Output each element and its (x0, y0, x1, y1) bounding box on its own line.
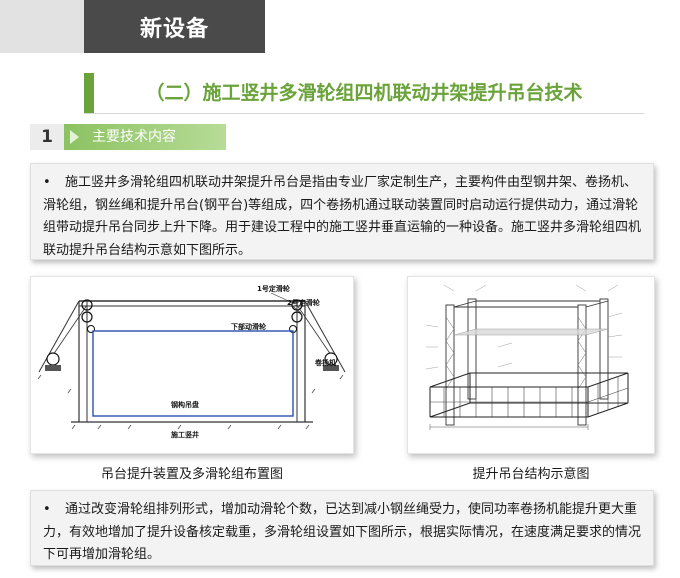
label-lower-pulley: 下部动滑轮 (231, 322, 266, 331)
bullet-marker: • (43, 175, 51, 190)
section-title: （二）施工竖井多滑轮组四机联动井架提升吊台技术 (145, 82, 583, 104)
figure2-caption: 提升吊台结构示意图 (472, 467, 590, 482)
label-pulley-2: 2号定滑轮 (287, 298, 320, 307)
pulley-layout-drawing: 1号定滑轮 2号定滑轮 下部动滑轮 卷扬机 钢构吊盘 施工竖井 (37, 284, 346, 439)
label-platform: 钢构吊盘 (171, 400, 199, 409)
label-shaft: 施工竖井 (171, 430, 199, 439)
section-heading: （二）施工竖井多滑轮组四机联动井架提升吊台技术 (84, 73, 644, 114)
improvement-text: 通过改变滑轮组排列形式，增加动滑轮个数，已达到减小钢丝绳受力，使同功率卷扬机能提… (43, 502, 642, 562)
platform-structure-drawing (425, 284, 629, 430)
label-winch: 卷扬机 (315, 358, 336, 367)
description-box: •施工竖井多滑轮组四机联动井架提升吊台是指由专业厂家定制生产，主要构件由型钢井架… (30, 163, 654, 260)
label-pulley-1: 1号定滑轮 (257, 284, 290, 293)
platform-structure-figure (407, 276, 655, 454)
bullet-marker: • (43, 502, 51, 517)
description-text: 施工竖井多滑轮组四机联动井架提升吊台是指由专业厂家定制生产，主要构件由型钢井架、… (43, 175, 642, 258)
subsection-number: 1 (30, 124, 64, 150)
section-accent-bar (84, 73, 94, 113)
header-tag: 新设备 (84, 0, 265, 53)
improvement-box: •通过改变滑轮组排列形式，增加动滑轮个数，已达到减小钢丝绳受力，使同功率卷扬机能… (30, 490, 654, 566)
pulley-layout-figure: 1号定滑轮 2号定滑轮 下部动滑轮 卷扬机 钢构吊盘 施工竖井 (30, 276, 354, 454)
figure1-caption: 吊台提升装置及多滑轮组布置图 (100, 467, 283, 482)
header-decor-bar (0, 0, 84, 53)
subsection-title: 主要技术内容 (64, 124, 226, 150)
